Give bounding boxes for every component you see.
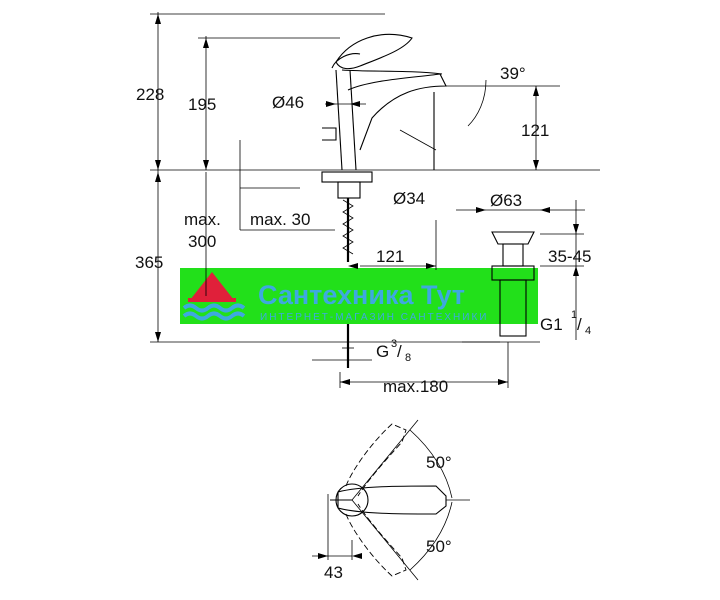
dim-g1-num: 1 [571, 309, 577, 321]
dim-g38-slash: / [397, 342, 402, 361]
dim-diameter-34: Ø34 [393, 189, 425, 208]
dim-195: 195 [188, 95, 216, 114]
dim-max-30: max. 30 [250, 210, 310, 229]
watermark-logo [182, 272, 246, 321]
dim-365: 365 [135, 253, 163, 272]
dim-121-reach: 121 [376, 247, 404, 266]
dim-angle-50-bottom: 50° [426, 537, 452, 556]
dim-43: 43 [324, 563, 343, 582]
faucet-side-view [321, 33, 560, 368]
watermark: Сантехника Тут ИНТЕРНЕТ-МАГАЗИН САНТЕХНИ… [180, 268, 538, 324]
dim-diameter-63: Ø63 [490, 191, 522, 210]
dim-angle-39: 39° [500, 64, 526, 83]
dim-g1-base: G1 [540, 315, 563, 334]
dim-max-label: max. [184, 210, 221, 229]
inlet-and-max180-lines [312, 342, 509, 388]
waste-valve [456, 200, 585, 343]
dim-angle-50-top: 50° [426, 453, 452, 472]
faucet-top-view [312, 419, 470, 581]
dim-228: 228 [136, 85, 164, 104]
dim-g38-den: 8 [405, 352, 411, 364]
dim-max-180: max.180 [383, 377, 448, 396]
dim-g1-slash: / [577, 315, 582, 334]
dim-max-300: 300 [188, 232, 216, 251]
dim-g38-num: 3 [391, 338, 397, 350]
dim-spout-waste-lines [348, 220, 437, 270]
dim-35-45: 35-45 [548, 247, 591, 266]
dim-121-height: 121 [521, 121, 549, 140]
dim-g1-den: 4 [585, 325, 591, 337]
dim-g38-base: G [376, 342, 389, 361]
dim-diameter-46: Ø46 [272, 93, 304, 112]
watermark-title: Сантехника Тут [258, 280, 465, 310]
watermark-subtitle: ИНТЕРНЕТ-МАГАЗИН САНТЕХНИКИ [260, 312, 488, 323]
